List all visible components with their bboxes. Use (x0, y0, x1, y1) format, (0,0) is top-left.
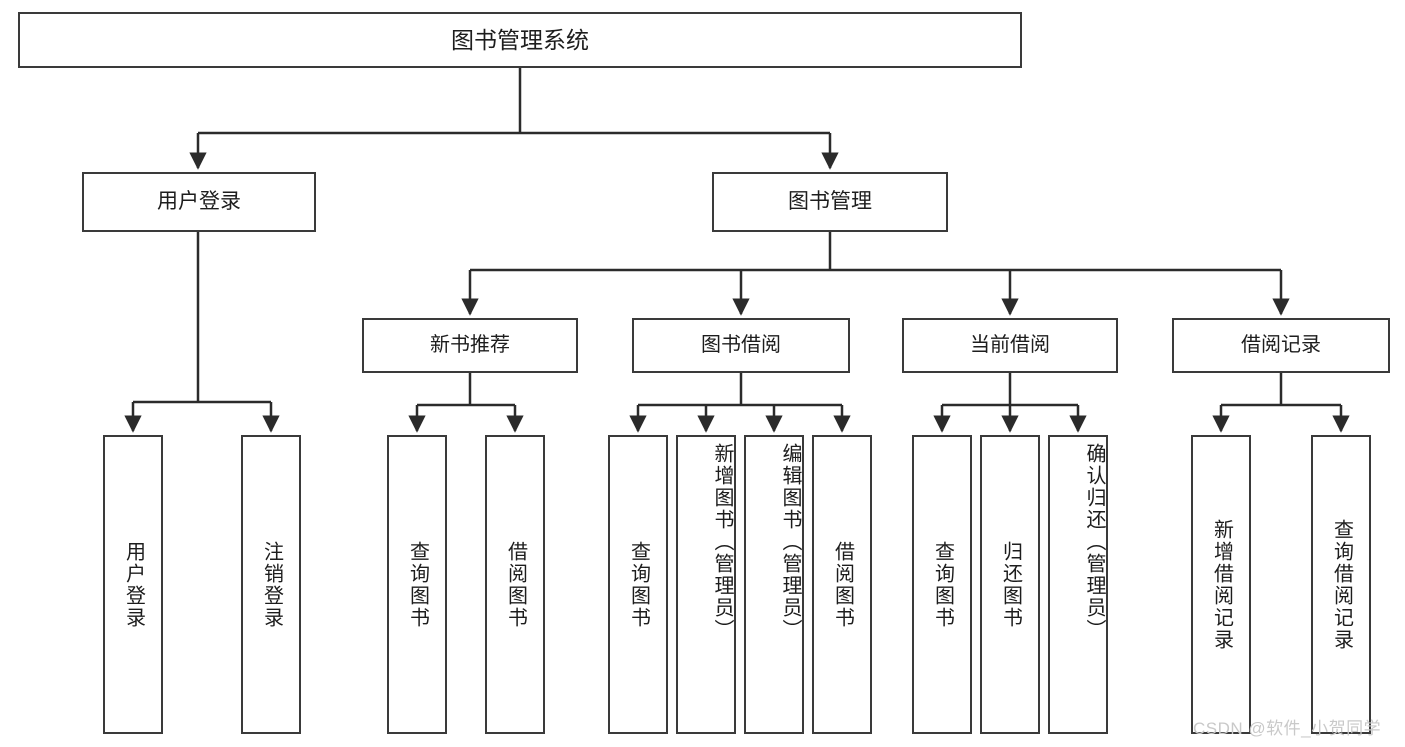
csdn-watermark: CSDN @软件_小贺同学 (1193, 719, 1382, 738)
node-label: 查询图书 (931, 540, 954, 629)
node-book-management[interactable]: 图书管理 (712, 172, 948, 232)
node-label: 用户登录 (122, 540, 145, 629)
node-label: 新增借阅记录 (1210, 518, 1233, 651)
leaf-return-book[interactable]: 归还图书 (980, 435, 1040, 734)
node-label: 图书借阅 (701, 334, 781, 356)
leaf-edit-book-admin[interactable]: 编辑图书（管理员） (744, 435, 804, 734)
node-label: 归还图书 (999, 540, 1022, 629)
node-label: 借阅记录 (1241, 334, 1321, 356)
node-user-login[interactable]: 用户登录 (82, 172, 316, 232)
node-label: 查询借阅记录 (1330, 518, 1353, 651)
node-label: 注销登录 (260, 540, 283, 629)
node-label: 查询图书 (406, 540, 429, 629)
node-label: 确认归还（管理员） (1083, 443, 1105, 641)
node-label: 新增图书（管理员） (711, 443, 733, 641)
leaf-confirm-return-admin[interactable]: 确认归还（管理员） (1048, 435, 1108, 734)
node-label: 用户登录 (157, 189, 241, 213)
leaf-borrow-book[interactable]: 借阅图书 (812, 435, 872, 734)
leaf-add-book-admin[interactable]: 新增图书（管理员） (676, 435, 736, 734)
node-label: 编辑图书（管理员） (779, 443, 801, 641)
leaf-query-borrow-record[interactable]: 查询借阅记录 (1311, 435, 1371, 734)
leaf-query-book-borrow[interactable]: 查询图书 (608, 435, 668, 734)
node-label: 借阅图书 (831, 540, 854, 629)
node-borrow-record[interactable]: 借阅记录 (1172, 318, 1390, 373)
node-root-system[interactable]: 图书管理系统 (18, 12, 1022, 68)
node-label: 图书管理系统 (451, 26, 589, 53)
node-label: 当前借阅 (970, 334, 1050, 356)
leaf-add-borrow-record[interactable]: 新增借阅记录 (1191, 435, 1251, 734)
leaf-query-book-current[interactable]: 查询图书 (912, 435, 972, 734)
node-label: 图书管理 (788, 189, 872, 213)
leaf-borrow-book-recommend[interactable]: 借阅图书 (485, 435, 545, 734)
leaf-user-login[interactable]: 用户登录 (103, 435, 163, 734)
node-label: 借阅图书 (504, 540, 527, 629)
node-new-book-recommend[interactable]: 新书推荐 (362, 318, 578, 373)
leaf-logout[interactable]: 注销登录 (241, 435, 301, 734)
leaf-query-book-recommend[interactable]: 查询图书 (387, 435, 447, 734)
node-label: 新书推荐 (430, 334, 510, 356)
node-current-borrow[interactable]: 当前借阅 (902, 318, 1118, 373)
node-book-borrow[interactable]: 图书借阅 (632, 318, 850, 373)
node-label: 查询图书 (627, 540, 650, 629)
